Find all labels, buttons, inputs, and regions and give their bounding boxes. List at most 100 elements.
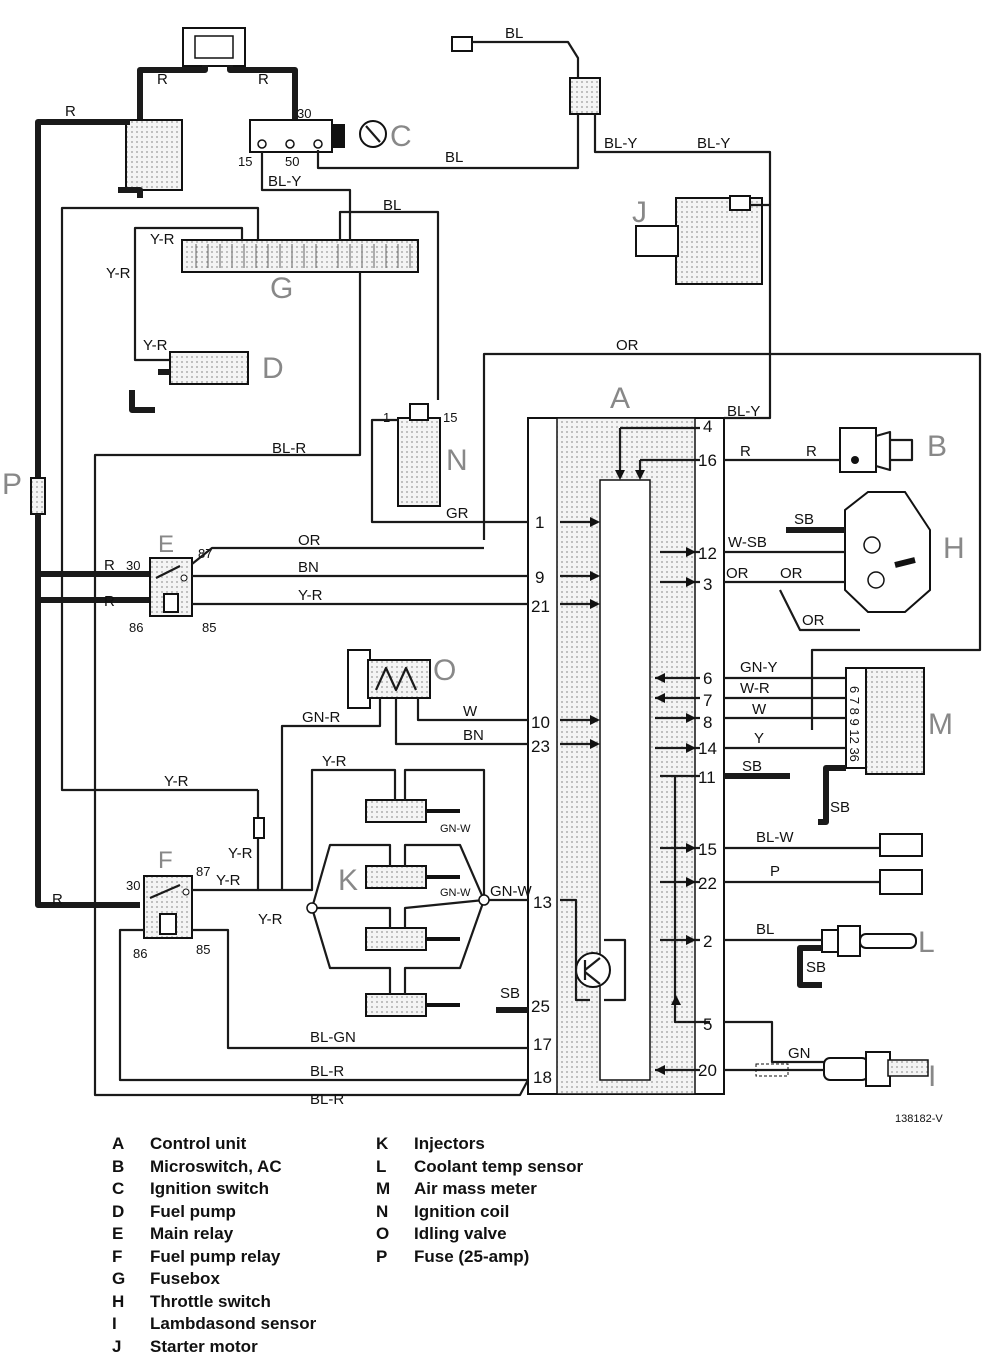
wire-gr-1-label: GR <box>446 505 469 522</box>
wire-r-e2: R <box>104 593 115 610</box>
term-n15: 15 <box>443 410 457 425</box>
wire-wsb-label: W-SB <box>728 534 767 551</box>
injectors <box>365 799 460 1017</box>
starter-connector <box>569 77 601 115</box>
wire-gnw3: GN-W <box>490 883 532 900</box>
wire-outer-loop <box>60 206 260 792</box>
term-c30: 30 <box>297 106 311 121</box>
wire-bly1: BL-Y <box>604 135 637 152</box>
wire-yr-k <box>258 768 397 892</box>
term-m-pins: 6 7 8 9 12 36 <box>847 686 862 762</box>
wire-blr-n: BL-R <box>272 440 306 457</box>
connector-22 <box>879 869 923 895</box>
label-o: O <box>433 654 456 687</box>
wire-bl-r-coil <box>93 272 529 1097</box>
wire-gnr-label: GN-R <box>302 709 340 726</box>
wire-or-top: OR <box>616 337 639 354</box>
label-p: P <box>2 468 22 501</box>
wire-r-bat1: R <box>157 71 168 88</box>
wire-gnr <box>280 698 382 890</box>
wire-gn-20 <box>724 1020 824 1072</box>
label-j: J <box>632 196 647 229</box>
idling-valve <box>347 649 431 709</box>
term-f85: 85 <box>196 942 210 957</box>
figure-code: 138182-V <box>895 1113 943 1125</box>
pin-15: 15 <box>698 840 717 859</box>
pin-17: 17 <box>533 1035 552 1054</box>
wire-gnw1: GN-W <box>440 823 471 835</box>
wire-bn-9-label: BN <box>298 559 319 576</box>
pin-10: 10 <box>531 713 550 732</box>
pin-20: 20 <box>698 1061 717 1080</box>
label-n: N <box>446 444 468 477</box>
wire-blr-18 <box>118 928 528 1082</box>
wire-bn-23 <box>394 698 528 746</box>
lambda-sensor <box>823 1051 929 1087</box>
wire-or-3b: OR <box>780 565 803 582</box>
label-f: F <box>158 847 173 874</box>
wire-bl-y-top <box>593 114 772 205</box>
wire-bly2: BL-Y <box>697 135 730 152</box>
fuse-feed-cable <box>35 514 140 908</box>
pin-4: 4 <box>703 417 712 436</box>
term-f87: 87 <box>196 864 210 879</box>
wire-blgn <box>192 928 528 1050</box>
wires-inj-supply <box>310 843 392 994</box>
wire-sb-25: SB <box>500 985 520 1002</box>
pin-2: 2 <box>703 932 712 951</box>
pin-22: 22 <box>698 874 717 893</box>
air-mass-meter <box>845 667 925 775</box>
wire-yr-g: Y-R <box>150 231 175 248</box>
wire-yr-f1: Y-R <box>164 773 189 790</box>
shield-20 <box>755 1063 789 1077</box>
label-b: B <box>927 430 947 463</box>
wire-r-e1: R <box>104 557 115 574</box>
cu-arrows <box>590 470 696 1075</box>
wire-bl-ign-label: BL <box>445 149 463 166</box>
main-relay-feed <box>38 571 150 603</box>
pin-11: 11 <box>698 768 716 787</box>
pin-7: 7 <box>703 691 712 710</box>
battery-cables <box>137 65 298 122</box>
wire-or-loop <box>482 352 982 730</box>
ignition-coil <box>397 403 441 507</box>
fusebox <box>181 239 419 273</box>
wire-r-b: R <box>806 443 817 460</box>
wire-r-f: R <box>52 891 63 908</box>
wire-wr: W-R <box>740 680 770 697</box>
term-e86: 86 <box>129 620 143 635</box>
connector-15 <box>879 833 923 857</box>
starter-motor <box>635 195 763 285</box>
wire-w-10-label: W <box>463 703 478 720</box>
wire-bl-ign <box>316 114 580 170</box>
wire-r-left: R <box>65 103 76 120</box>
wire-bly-ign <box>260 152 352 240</box>
wire-or-e <box>191 546 484 565</box>
ignition-switch <box>249 119 387 153</box>
wire-bly-ign-label: BL-Y <box>268 173 301 190</box>
wire-or-3 <box>724 580 860 632</box>
pin-3: 3 <box>703 575 712 594</box>
inline-connector-f <box>253 817 265 839</box>
label-l: L <box>918 926 935 959</box>
wire-blgn-label: BL-GN <box>310 1029 356 1046</box>
term-f86: 86 <box>133 946 147 961</box>
throttle-switch <box>844 491 931 613</box>
pin-6: 6 <box>703 669 712 688</box>
wire-yr-d: Y-R <box>143 337 168 354</box>
pin-16: 16 <box>698 451 717 470</box>
term-e85: 85 <box>202 620 216 635</box>
node-inj-left <box>306 902 318 914</box>
term-e30: 30 <box>126 558 140 573</box>
coolant-temp-sensor <box>797 925 917 988</box>
cu-ground-bus <box>673 776 710 1024</box>
fuel-pump-relay <box>143 875 193 939</box>
wires-inj-return <box>403 768 528 994</box>
main-relay <box>149 557 193 617</box>
pin-25: 25 <box>531 997 550 1016</box>
wire-w-8: W <box>752 701 767 718</box>
wire-yr-fuel-pump <box>133 226 244 362</box>
label-g: G <box>270 272 293 305</box>
wire-gn-20-label: GN <box>788 1045 811 1062</box>
